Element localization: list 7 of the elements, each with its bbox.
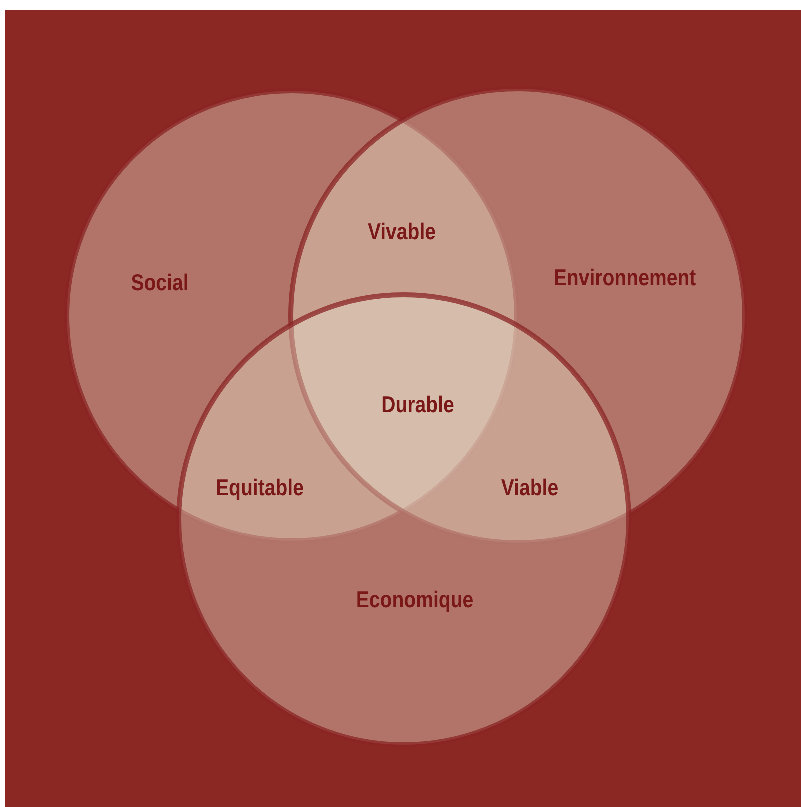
intersection-label: Durable [382,392,454,418]
intersection-label: Viable [501,474,559,502]
intersection-label: Vivable [368,218,436,246]
intersection-label: Equitable [216,474,304,502]
circle-label: Environnement [554,264,696,292]
circle-label: Economique [356,586,474,614]
circle-label: Social [131,270,189,296]
